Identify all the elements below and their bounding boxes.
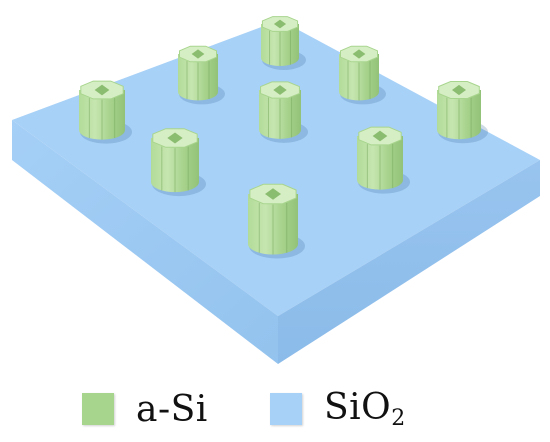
legend-label-sio2-subscript: 2 <box>391 406 406 431</box>
pillar <box>261 16 306 70</box>
pillar-hole <box>94 84 110 96</box>
a-si-swatch <box>82 393 114 425</box>
pillar-hole <box>265 188 281 200</box>
pillar-array <box>79 16 488 259</box>
legend-label-sio2-base: SiO <box>324 387 392 428</box>
pillar <box>178 45 225 105</box>
substrate-front-face <box>278 160 540 364</box>
pillar <box>437 81 488 144</box>
pillar-hole <box>352 49 366 59</box>
pillar-hole <box>191 49 205 59</box>
sio2-swatch <box>270 393 302 425</box>
pillar <box>339 45 386 105</box>
legend-item-sio2: SiO2 <box>270 384 406 434</box>
pillar <box>79 80 132 144</box>
pillar-hole <box>273 19 287 29</box>
pillar-hole <box>451 84 467 96</box>
substrate <box>12 20 540 364</box>
pillar-hole <box>372 130 388 142</box>
pillar <box>151 128 206 197</box>
substrate-left-face <box>12 120 278 364</box>
substrate-top-face <box>12 20 540 316</box>
legend: a-Si SiO2 <box>0 384 550 434</box>
legend-item-a-si: a-Si <box>82 384 208 434</box>
pillar <box>357 126 410 194</box>
pillar-hole <box>167 132 183 144</box>
legend-label-sio2: SiO2 <box>324 387 406 431</box>
pillar <box>248 183 305 259</box>
pillar-hole <box>273 85 287 95</box>
pillar <box>259 81 308 143</box>
legend-label-a-si: a-Si <box>136 388 208 430</box>
